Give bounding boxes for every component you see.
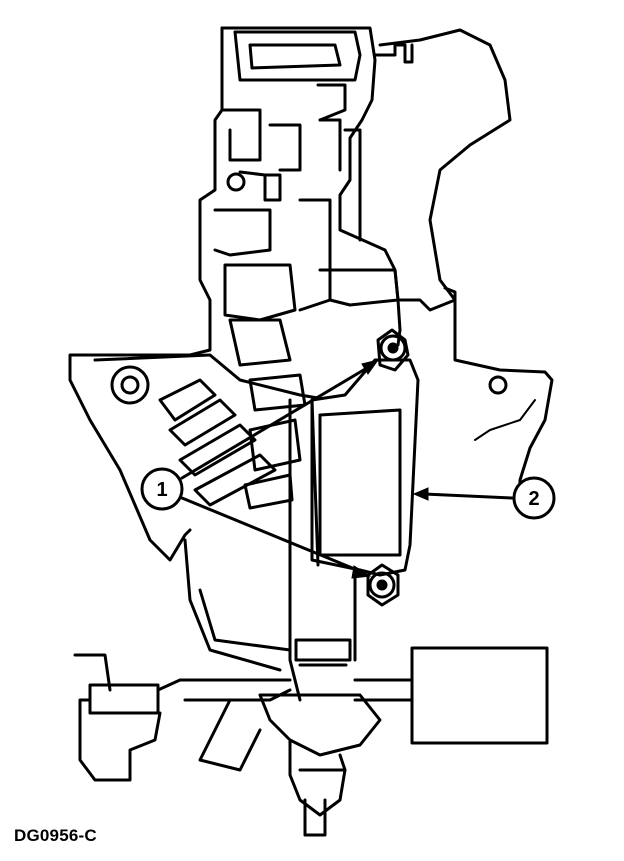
leader-lines xyxy=(180,359,514,579)
left-arm xyxy=(93,318,332,510)
right-housing xyxy=(378,28,554,502)
callout-1-label: 1 xyxy=(156,479,167,501)
callout-2: 2 xyxy=(512,476,556,520)
lower-assembly xyxy=(73,398,549,837)
module-component xyxy=(310,328,420,607)
column-body xyxy=(68,26,414,562)
figure-id: DG0956-C xyxy=(14,826,97,845)
callout-2-label: 2 xyxy=(528,488,539,510)
callout-1: 1 xyxy=(140,467,184,511)
